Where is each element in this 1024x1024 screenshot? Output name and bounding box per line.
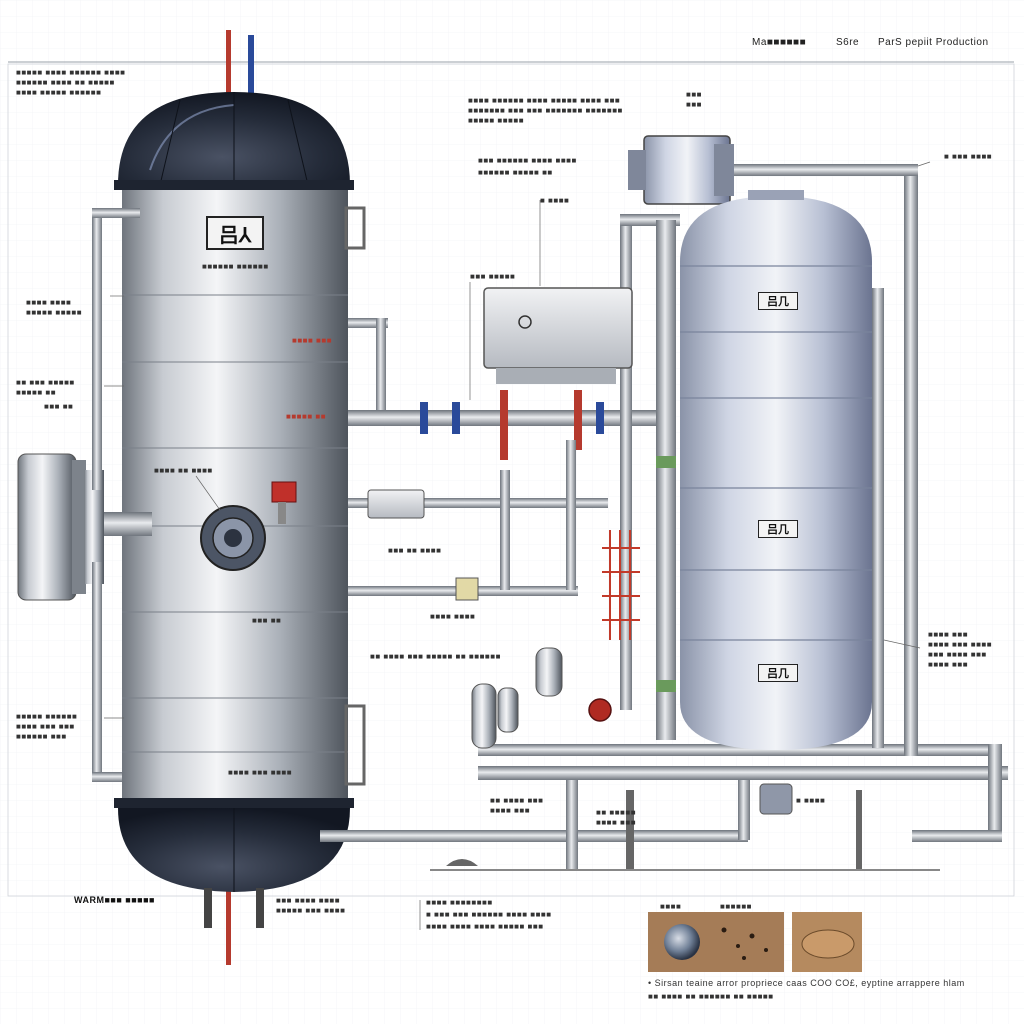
label-bottom-left-sub-2: ■■■■■ ■■■ ■■■■ — [276, 906, 346, 915]
label-tank-left-bottom: ■■■■ ■■■ ■■■■ — [228, 768, 293, 777]
label-top-left-3: ■■■■ ■■■■■ ■■■■■■ — [16, 88, 102, 97]
label-bottom-center-2b: ■■■■ ■■■ — [596, 818, 637, 827]
label-left-mid-1a: ■■■■ ■■■■ — [26, 298, 72, 307]
label-valve-red-2: ■■■■■ ■■ — [286, 412, 327, 421]
label-tank-left-mid: ■■■■ ■■ ■■■■ — [154, 466, 213, 475]
left-vessel-bottom-flange — [114, 798, 354, 808]
left-side-pipes — [92, 208, 140, 782]
drawing-frame — [7, 63, 1015, 897]
nameplate-right-tank-3: 吕几 — [758, 664, 798, 682]
left-vessel-body — [122, 190, 348, 802]
red-instrument-box — [271, 481, 297, 503]
label-left-lower-1: ■■■■■ ■■■■■■ — [16, 712, 78, 721]
label-photos-caption-2: ■■ ■■■■ ■■ ■■■■■■ ■■ ■■■■■ — [648, 992, 774, 1001]
right-storage-tank — [680, 190, 872, 815]
label-right-mid-4: ■■■■ ■■■ — [928, 660, 969, 669]
label-tank-left-side: ■■■■■■ ■■■■■■ — [202, 262, 269, 271]
label-left-mid-2a: ■■ ■■■ ■■■■■ — [16, 378, 75, 387]
label-bottom-center-block-3: ■■■■ ■■■■ ■■■■ ■■■■■ ■■■ — [426, 922, 544, 931]
label-top-left-2: ■■■■■■ ■■■■ ■■ ■■■■■ — [16, 78, 115, 87]
label-right-top: ■ ■■■ ■■■■ — [944, 152, 993, 161]
label-photos-top-2: ■■■■■■ — [720, 902, 752, 911]
sample-photos — [648, 912, 862, 972]
label-top-center-1: ■■■■ ■■■■■■ ■■■■ ■■■■■ ■■■■ ■■■ — [468, 96, 621, 105]
label-photos-top-1: ■■■■ — [660, 902, 682, 911]
label-center-lower-2: ■■■■ ■■■■ — [430, 612, 476, 621]
label-compressor-tag-2: ■■■ — [686, 100, 702, 109]
label-valve-red-1: ■■■■ ■■■ — [292, 336, 333, 345]
label-bottom-center-1a: ■■ ■■■■ ■■■ — [490, 796, 544, 805]
left-side-drum — [17, 453, 152, 601]
bottom-return-pipe — [320, 830, 748, 842]
right-tank-body — [680, 262, 872, 702]
nameplate-right-tank-1: 吕几 — [758, 292, 798, 310]
piping-network — [320, 164, 1008, 870]
inline-valve — [367, 489, 425, 519]
label-left-mid-2c: ■■■ ■■ — [44, 402, 74, 411]
label-bottom-right-1: ■ ■■■■ — [796, 796, 826, 805]
nameplate-right-tank-2: 吕几 — [758, 520, 798, 538]
header-mid-text: S6re — [836, 37, 860, 48]
left-vessel-top-blue-pipe — [248, 35, 254, 105]
label-top-center-3: ■■■■■ ■■■■■ — [468, 116, 525, 125]
label-right-mid-2: ■■■■ ■■■ ■■■■ — [928, 640, 993, 649]
label-bottom-center-1b: ■■■■ ■■■ — [490, 806, 531, 815]
label-center-lower-3: ■■ ■■■■ ■■■ ■■■■■ ■■ ■■■■■■ — [370, 652, 501, 661]
label-left-lower-2: ■■■■ ■■■ ■■■ — [16, 722, 75, 731]
control-box — [483, 287, 633, 384]
label-bottom-left-title: WARM■■■ ■■■■■ — [74, 895, 155, 905]
right-tank-drain — [759, 783, 793, 815]
label-compressor-tag-1: ■■■ — [686, 90, 702, 99]
label-photos-caption: • Sirsan teaine arror propriece caas COO… — [648, 978, 965, 988]
compressor-unit — [628, 135, 734, 205]
right-tank-bottom-dome — [680, 702, 872, 750]
left-column-vessel — [114, 30, 366, 965]
label-left-lower-3: ■■■■■■ ■■■ — [16, 732, 67, 741]
label-mid-upper-1: ■■■ ■■■■■■ ■■■■ ■■■■ — [478, 156, 577, 165]
leader-lines — [104, 161, 931, 930]
label-top-center-2: ■■■■■■■ ■■■ ■■■ ■■■■■■■ ■■■■■■■ — [468, 106, 623, 115]
label-top-left-1: ■■■■■ ■■■■ ■■■■■■ ■■■■ — [16, 68, 126, 77]
label-unit-tag: ■■■ ■■■■■ — [470, 272, 516, 281]
small-separators — [471, 647, 612, 749]
label-tank-left-mid2: ■■■ ■■ — [252, 616, 282, 625]
header-left-text: Ma■■■■■■ — [752, 37, 807, 48]
label-bottom-center-block-2: ■ ■■■ ■■■ ■■■■■■ ■■■■ ■■■■ — [426, 910, 552, 919]
label-sensor-tag: ■ ■■■■ — [540, 196, 570, 205]
label-right-mid-1: ■■■■ ■■■ — [928, 630, 969, 639]
label-right-mid-3: ■■■ ■■■■ ■■■ — [928, 650, 987, 659]
label-bottom-left-sub-1: ■■■ ■■■■ ■■■■ — [276, 896, 341, 905]
label-bottom-center-2a: ■■ ■■■■■ — [596, 808, 637, 817]
ground-equipment — [430, 859, 940, 871]
nameplate-left-vessel: 吕⅄ — [206, 216, 264, 250]
label-mid-upper-2: ■■■■■■ ■■■■■ ■■ — [478, 168, 553, 177]
small-yellow-valve — [455, 577, 479, 601]
label-bottom-center-block-1: ■■■■ ■■■■■■■■ — [426, 898, 493, 907]
right-tank-top-dome — [680, 196, 872, 262]
left-vessel-top-flange — [114, 180, 354, 190]
label-left-mid-1b: ■■■■■ ■■■■■ — [26, 308, 83, 317]
header-title: ParS pepiit Production — [878, 37, 989, 48]
label-left-mid-2b: ■■■■■ ■■ — [16, 388, 57, 397]
label-center-lower-1: ■■■ ■■ ■■■■ — [388, 546, 442, 555]
